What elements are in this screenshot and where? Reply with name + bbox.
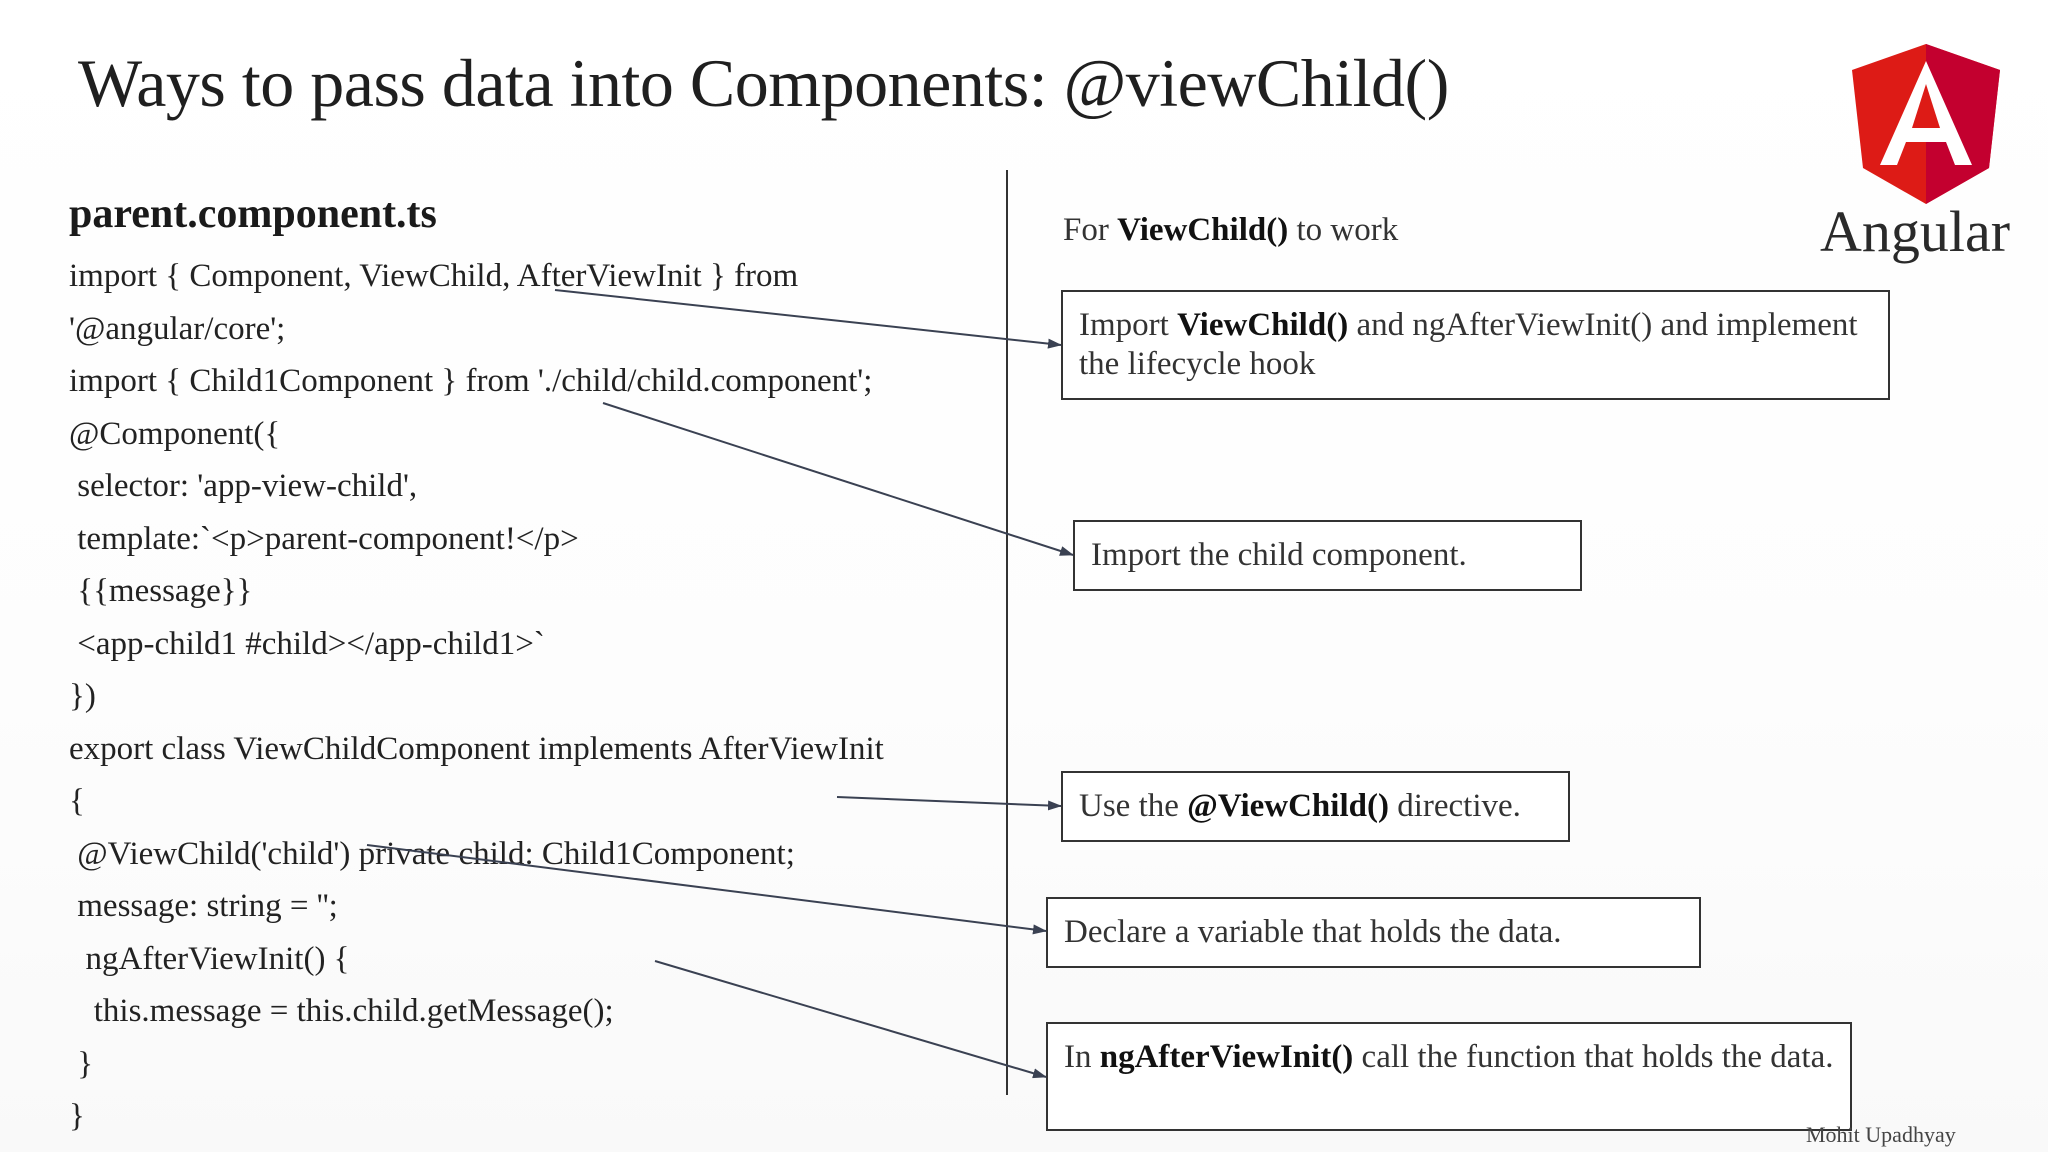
note-box-ngafterviewinit: In ngAfterViewInit() call the function t… <box>1046 1022 1852 1131</box>
note-box-text: and ngAfterViewInit() and implement the … <box>1079 307 1858 382</box>
note-box-viewchild-directive: Use the @ViewChild() directive. <box>1061 771 1570 842</box>
code-line: import { Child1Component } from './child… <box>69 363 873 399</box>
code-line: { <box>69 783 85 819</box>
angular-shield-icon <box>1852 44 2000 204</box>
note-box-declare-variable: Declare a variable that holds the data. <box>1046 897 1701 968</box>
note-box-text: Declare a variable that holds the data. <box>1064 914 1562 950</box>
notes-header-prefix: For <box>1063 212 1118 248</box>
code-line: export class ViewChildComponent implemen… <box>69 730 884 767</box>
note-box-import-viewchild: Import ViewChild() and ngAfterViewInit()… <box>1061 290 1890 400</box>
notes-header-bold: ViewChild() <box>1117 212 1289 248</box>
note-box-bold: @ViewChild() <box>1187 788 1389 824</box>
code-line: import { Component, ViewChild, AfterView… <box>69 258 799 294</box>
code-line: this.message = this.child.getMessage(); <box>69 993 614 1029</box>
note-box-bold: ngAfterViewInit() <box>1099 1039 1354 1075</box>
code-line: ngAfterViewInit() { <box>69 940 350 977</box>
note-box-text: Use the <box>1079 788 1188 824</box>
code-block: import { Component, ViewChild, AfterView… <box>69 250 884 1143</box>
note-box-import-child: Import the child component. <box>1073 520 1582 591</box>
code-line: @ViewChild('child') private child: Child… <box>69 835 795 872</box>
author-credit: Mohit Upadhyay <box>1806 1122 1956 1147</box>
note-box-text: call the function that holds the data. <box>1353 1039 1834 1075</box>
vertical-divider <box>1006 170 1008 1095</box>
code-line: } <box>69 1098 85 1134</box>
code-line: selector: 'app-view-child', <box>69 468 418 504</box>
code-line: <app-child1 #child></app-child1>` <box>69 625 545 662</box>
code-line: '@angular/core'; <box>69 310 286 347</box>
code-line: template:`<p>parent-component!</p> <box>69 520 579 557</box>
note-box-bold: ViewChild() <box>1177 307 1349 343</box>
code-line: message: string = ''; <box>69 888 338 924</box>
note-box-text: Import the child component. <box>1091 537 1467 573</box>
notes-header-suffix: to work <box>1288 212 1399 248</box>
slide-title: Ways to pass data into Components: @view… <box>78 45 1449 121</box>
code-line: @Component({ <box>69 415 281 452</box>
file-heading: parent.component.ts <box>69 191 437 237</box>
notes-header: For ViewChild() to work <box>1063 212 1398 249</box>
note-box-text: directive. <box>1388 788 1521 824</box>
logo-wordmark: Angular <box>1820 199 2011 264</box>
code-line: }) <box>69 678 96 714</box>
note-box-text: Import <box>1079 307 1178 343</box>
note-box-text: In <box>1064 1039 1100 1075</box>
code-line: } <box>69 1045 94 1082</box>
code-line: {{message}} <box>69 573 253 609</box>
